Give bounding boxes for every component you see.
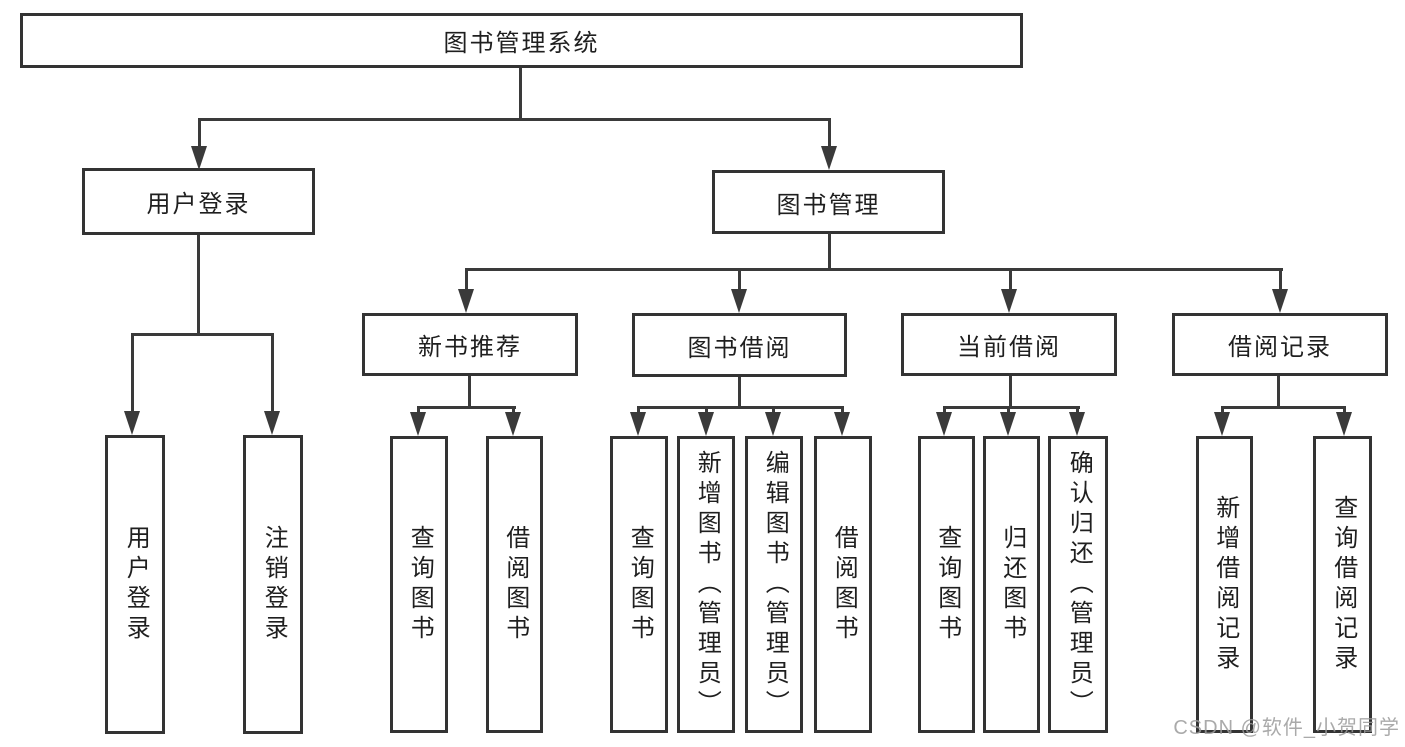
node-user-login-label: 用户登录 [146, 191, 251, 218]
leaf-return-books: 归还图书 [983, 436, 1040, 733]
arrowhead-g2-2 [505, 412, 521, 436]
edge-g3-stem-3 [772, 406, 775, 414]
leaf-query-books-current: 查询图书 [918, 436, 975, 733]
edge-g4-stem-2 [1007, 406, 1010, 414]
edge-book-borrowing-stem2 [738, 377, 741, 408]
arrowhead-g4-3 [1069, 412, 1085, 436]
edge-g5-stem-1 [1221, 406, 1224, 414]
leaf-borrow-books-borrowing: 借阅图书 [814, 436, 872, 733]
arrowhead-to-new-book [458, 289, 474, 313]
leaf-borrow-books-borrowing-label: 借阅图书 [830, 524, 858, 645]
leaf-add-books-admin: 新增图书（管理员） [677, 436, 735, 733]
leaf-add-books-admin-label: 新增图书（管理员） [693, 449, 721, 720]
arrowhead-to-book-management [821, 146, 837, 170]
edge-root-stem [519, 68, 522, 120]
leaf-logout: 注销登录 [243, 435, 303, 734]
node-current-borrowing: 当前借阅 [901, 313, 1117, 376]
leaf-return-books-label: 归还图书 [998, 524, 1026, 645]
arrowhead-g4-2 [1000, 412, 1016, 436]
leaf-query-books-recommend: 查询图书 [390, 436, 448, 733]
edge-book-borrowing-bus [637, 406, 844, 409]
node-book-borrowing-label: 图书借阅 [687, 334, 792, 362]
edge-to-new-book-stem [465, 271, 468, 291]
leaf-add-borrow-record: 新增借阅记录 [1196, 436, 1253, 733]
leaf-borrow-books-recommend: 借阅图书 [486, 436, 543, 733]
arrowhead-to-user-login [191, 146, 207, 170]
edge-root-bus [198, 118, 831, 121]
edge-current-borrowing-bus [943, 406, 1080, 409]
edge-g3-stem-4 [841, 406, 844, 414]
node-new-book-recommendation-label: 新书推荐 [418, 334, 522, 361]
csdn-watermark: CSDN @软件_小贺同学 [1173, 717, 1400, 739]
arrowhead-g2-1 [410, 412, 426, 436]
edge-current-borrowing-stem2 [1009, 376, 1012, 408]
edge-to-user-login-stem [198, 121, 201, 148]
node-current-borrowing-label: 当前借阅 [957, 334, 1061, 361]
edge-g2-stem-1 [417, 406, 420, 414]
edge-to-borrowing-records-stem [1279, 271, 1282, 291]
node-book-management: 图书管理 [712, 170, 945, 234]
edge-g3-stem-2 [705, 406, 708, 414]
edge-new-book-bus [417, 406, 516, 409]
node-new-book-recommendation: 新书推荐 [362, 313, 578, 376]
arrowhead-to-current-borrowing [1001, 289, 1017, 313]
arrowhead-g3-2 [698, 412, 714, 436]
edge-borrowing-records-stem2 [1277, 376, 1280, 408]
edge-to-book-management-stem [828, 121, 831, 148]
arrowhead-g3-4 [834, 412, 850, 436]
edge-book-management-stem [828, 233, 831, 270]
leaf-query-books-borrowing-label: 查询图书 [626, 524, 654, 645]
node-borrowing-records-label: 借阅记录 [1228, 334, 1332, 361]
node-user-login: 用户登录 [82, 168, 315, 235]
node-borrowing-records: 借阅记录 [1172, 313, 1388, 376]
leaf-add-borrow-record-label: 新增借阅记录 [1211, 494, 1239, 675]
leaf-edit-books-admin: 编辑图书（管理员） [745, 436, 803, 733]
arrowhead-g4-1 [936, 412, 952, 436]
edge-book-management-bus [465, 268, 1283, 271]
edge-g3-stem-1 [637, 406, 640, 414]
leaf-confirm-return-admin: 确认归还（管理员） [1048, 436, 1108, 733]
node-book-management-label: 图书管理 [776, 191, 881, 219]
edge-new-book-stem [468, 376, 471, 408]
leaf-borrow-books-recommend-label: 借阅图书 [501, 524, 529, 645]
leaf-confirm-return-admin-label: 确认归还（管理员） [1065, 449, 1093, 720]
leaf-query-books-recommend-label: 查询图书 [406, 524, 434, 645]
arrowhead-g5-1 [1214, 412, 1230, 436]
edge-to-book-borrowing-stem [738, 271, 741, 291]
leaf-query-borrow-record: 查询借阅记录 [1313, 436, 1372, 733]
edge-user-login-bus [131, 333, 274, 336]
leaf-logout-label: 注销登录 [260, 524, 288, 645]
edge-borrowing-records-bus [1221, 406, 1346, 409]
edge-user-login-stem [197, 235, 200, 335]
arrowhead-to-book-borrowing [731, 289, 747, 313]
arrowhead-g5-2 [1336, 412, 1352, 436]
leaf-query-books-borrowing: 查询图书 [610, 436, 668, 733]
arrowhead-to-leaf-logout [264, 411, 280, 435]
arrowhead-to-leaf-user-login [124, 411, 140, 435]
arrowhead-to-borrowing-records [1272, 289, 1288, 313]
node-library-management-system: 图书管理系统 [20, 13, 1023, 68]
edge-g5-stem-2 [1343, 406, 1346, 414]
arrowhead-g3-1 [630, 412, 646, 436]
node-book-borrowing: 图书借阅 [632, 313, 847, 377]
leaf-query-books-current-label: 查询图书 [933, 524, 961, 645]
edge-to-current-borrowing-stem [1009, 271, 1012, 291]
leaf-edit-books-admin-label: 编辑图书（管理员） [761, 449, 789, 720]
edge-g2-stem-2 [512, 406, 515, 414]
edge-to-leaf-user-login-stem [131, 336, 134, 413]
edge-g4-stem-1 [943, 406, 946, 414]
node-library-management-system-label: 图书管理系统 [443, 30, 600, 57]
edge-to-leaf-logout-stem [271, 336, 274, 413]
leaf-user-login: 用户登录 [105, 435, 165, 734]
leaf-query-borrow-record-label: 查询借阅记录 [1329, 494, 1357, 675]
edge-g4-stem-3 [1076, 406, 1079, 414]
arrowhead-g3-3 [765, 412, 781, 436]
leaf-user-login-label: 用户登录 [122, 524, 150, 645]
